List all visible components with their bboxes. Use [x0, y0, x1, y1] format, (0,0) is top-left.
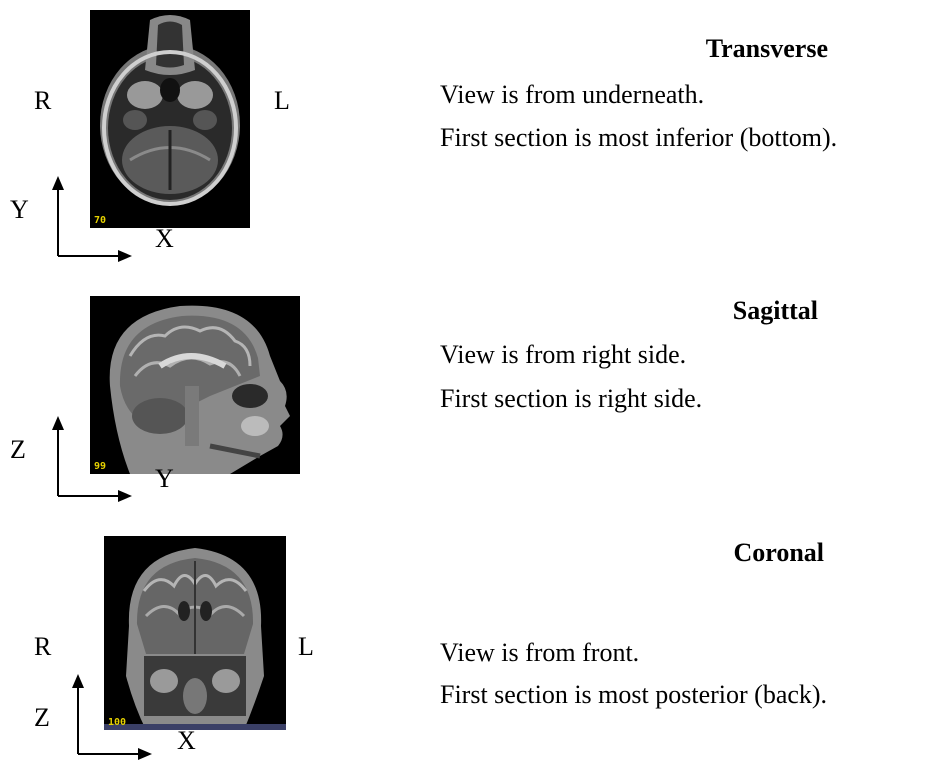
vertical-axis-label: Z [10, 437, 26, 463]
view-description-line-1: View is from right side. [440, 342, 686, 368]
transverse-panel: R 70 L Y X Trans [0, 0, 932, 262]
vertical-axis-label: Z [34, 705, 50, 731]
vertical-axis-label: Y [10, 197, 29, 223]
view-description-line-2: First section is most posterior (back). [440, 682, 827, 708]
axis-arrows-icon [66, 672, 156, 762]
right-side-label: R [34, 634, 51, 660]
axis-arrows-icon [46, 414, 136, 504]
left-side-label: L [298, 634, 314, 660]
view-title: Coronal [733, 540, 824, 566]
axis-arrows-icon [46, 174, 136, 264]
horizontal-axis-label: Y [155, 466, 174, 492]
horizontal-axis-label: X [177, 728, 196, 754]
view-description-line-2: First section is right side. [440, 386, 702, 412]
view-title: Transverse [706, 36, 828, 62]
sagittal-panel: 99 Z Y Sagittal View is from right side.… [0, 290, 932, 500]
view-description-line-2: First section is most inferior (bottom). [440, 125, 837, 151]
right-side-label: R [34, 88, 51, 114]
coronal-panel: R 100 L Z X Coronal V [0, 530, 932, 758]
left-side-label: L [274, 88, 290, 114]
view-description-line-1: View is from front. [440, 640, 639, 666]
view-title: Sagittal [733, 298, 818, 324]
view-description-line-1: View is from underneath. [440, 82, 704, 108]
horizontal-axis-label: X [155, 226, 174, 252]
